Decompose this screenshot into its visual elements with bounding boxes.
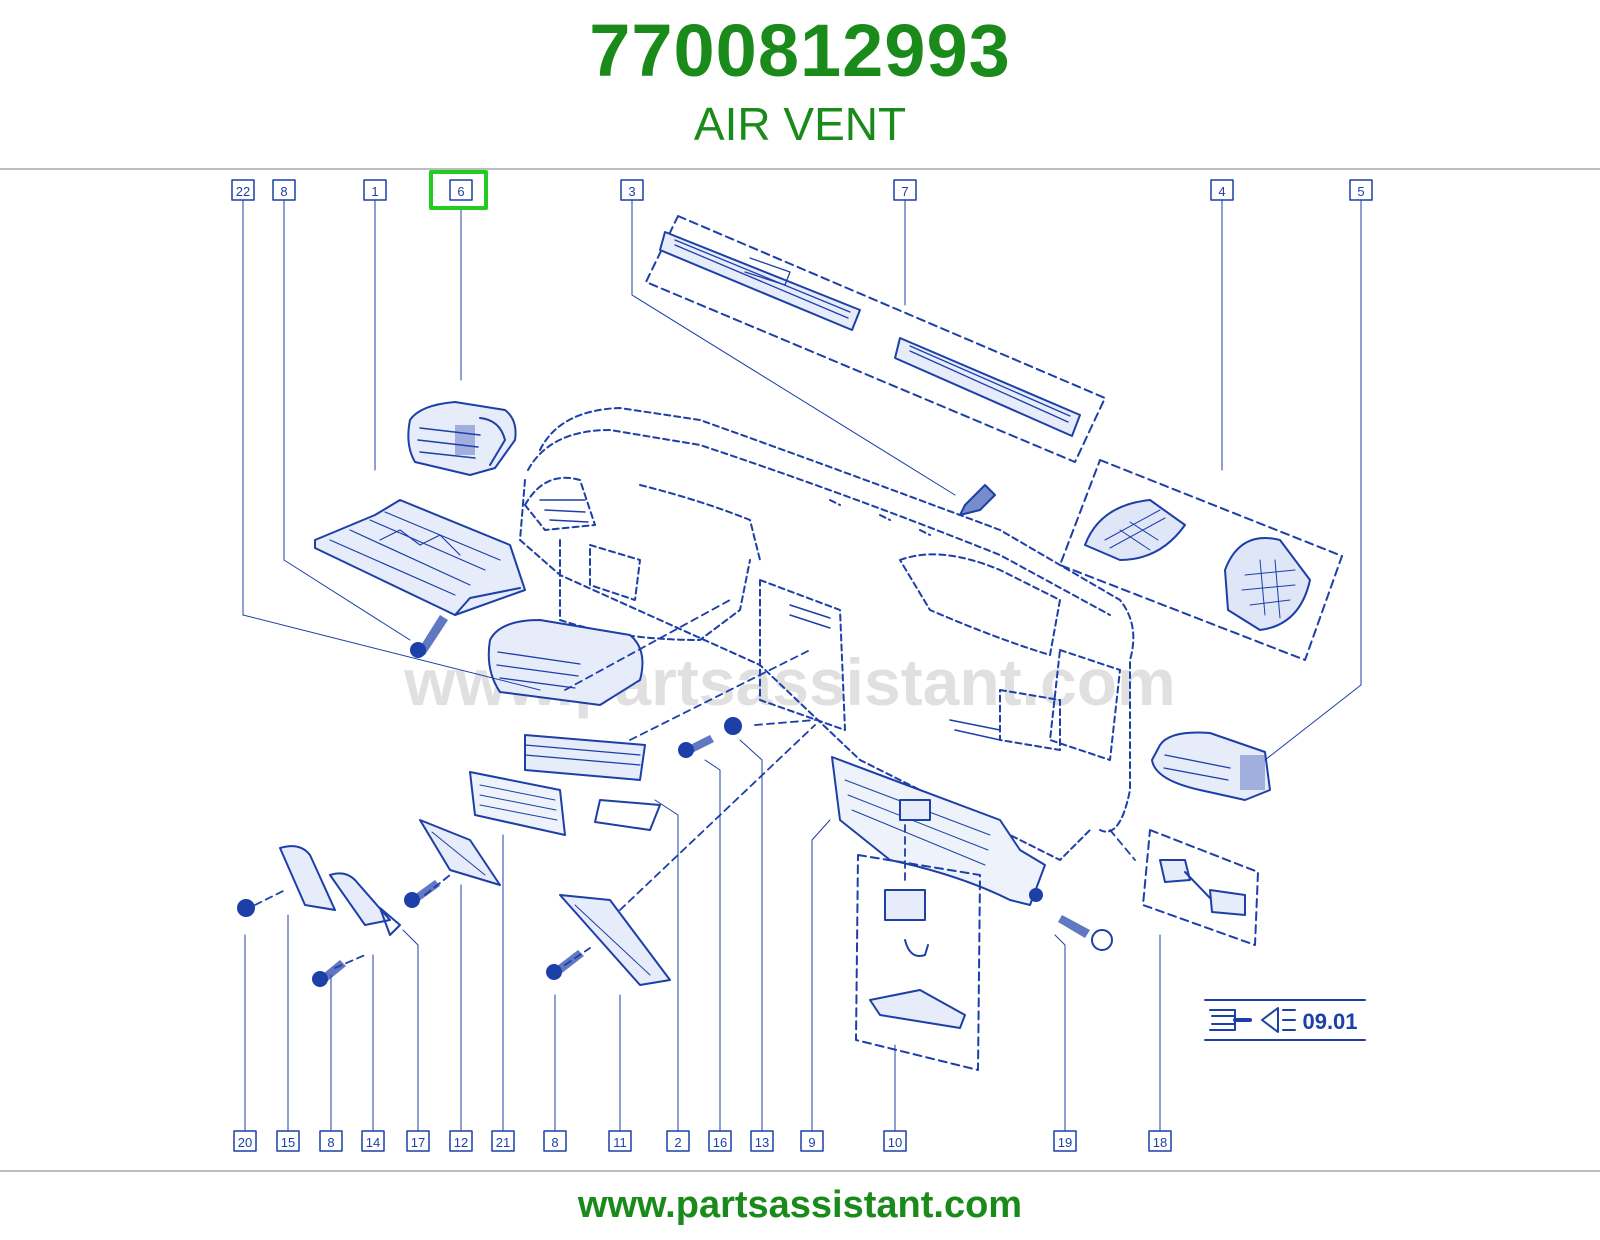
callout-12[interactable]: 12 [449,1130,473,1152]
part-9-glovebox-lid [831,756,1046,906]
svg-text:11: 11 [613,1135,627,1150]
small-bezels [279,819,671,986]
callout-21[interactable]: 21 [491,1130,515,1152]
divider-bottom [0,1170,1600,1172]
svg-text:16: 16 [713,1135,727,1150]
callout-11[interactable]: 11 [608,1130,632,1152]
callout-15[interactable]: 15 [276,1130,300,1152]
part-3-clip [959,484,996,516]
svg-text:4: 4 [1218,184,1225,199]
part-5-right-vent [1151,731,1271,801]
callout-18[interactable]: 18 [1148,1130,1172,1152]
svg-text:19: 19 [1058,1135,1072,1150]
callout-1[interactable]: 1 [363,179,387,201]
callout-17[interactable]: 17 [406,1130,430,1152]
dashboard-details [539,499,1001,741]
callout-9[interactable]: 9 [800,1130,824,1152]
svg-text:21: 21 [496,1135,510,1150]
part-6-air-vent [407,401,517,476]
svg-text:5: 5 [1357,184,1364,199]
bottom-callouts: 20 15 8 14 17 12 21 8 11 2 16 13 9 10 19… [233,1130,1172,1152]
svg-text:8: 8 [327,1135,334,1150]
svg-text:14: 14 [366,1135,380,1150]
callout-6-highlighted[interactable]: 6 [429,170,488,210]
assembly-guides [254,599,1136,969]
callout-8-bottom-b[interactable]: 8 [543,1130,567,1152]
divider-top [0,168,1600,170]
callout-14[interactable]: 14 [361,1130,385,1152]
callout-5[interactable]: 5 [1349,179,1373,201]
svg-text:6: 6 [457,184,464,199]
callout-19[interactable]: 19 [1053,1130,1077,1152]
top-callouts: 22 8 1 6 3 7 4 5 [231,170,1373,210]
svg-text:20: 20 [238,1135,252,1150]
callout-8[interactable]: 8 [272,179,296,201]
svg-text:13: 13 [755,1135,769,1150]
reference-stamp: 09.01 [1204,999,1366,1041]
part-2-centre-vent-housing [487,619,661,831]
part-name: AIR VENT [693,98,907,150]
callout-4[interactable]: 4 [1210,179,1234,201]
svg-text:18: 18 [1153,1135,1167,1150]
page-header: 7700812993 AIR VENT [0,0,1600,168]
callout-20[interactable]: 20 [233,1130,257,1152]
callout-16[interactable]: 16 [708,1130,732,1152]
svg-text:12: 12 [454,1135,468,1150]
svg-text:22: 22 [236,184,250,199]
dashboard-outline [519,407,1135,861]
svg-text:9: 9 [808,1135,815,1150]
svg-text:10: 10 [888,1135,902,1150]
callout-7[interactable]: 7 [893,179,917,201]
svg-text:1: 1 [371,184,378,199]
svg-text:7: 7 [901,184,908,199]
svg-text:3: 3 [628,184,635,199]
part-1-centre-duct [314,499,526,616]
callout-8-bottom-a[interactable]: 8 [319,1130,343,1152]
svg-text:8: 8 [551,1135,558,1150]
part-4-speaker-grilles [1059,459,1343,661]
callout-10[interactable]: 10 [883,1130,907,1152]
svg-text:2: 2 [674,1135,681,1150]
part-18-switch-group [1142,829,1259,946]
svg-text:17: 17 [411,1135,425,1150]
part-21-grille [469,771,566,836]
part-number: 7700812993 [589,9,1011,92]
stamp-code: 09.01 [1302,1009,1357,1034]
part-7-defroster-vents [645,215,1106,463]
footer-url[interactable]: www.partsassistant.com [577,1184,1023,1226]
callout-22[interactable]: 22 [231,179,255,201]
exploded-parts-diagram: www.partsassistant.com [231,170,1373,1152]
part-10-latch-group [855,854,981,1071]
leader-lines [242,199,1362,1133]
callout-13[interactable]: 13 [750,1130,774,1152]
svg-text:15: 15 [281,1135,295,1150]
callout-2[interactable]: 2 [666,1130,690,1152]
callout-3[interactable]: 3 [620,179,644,201]
svg-text:8: 8 [280,184,287,199]
